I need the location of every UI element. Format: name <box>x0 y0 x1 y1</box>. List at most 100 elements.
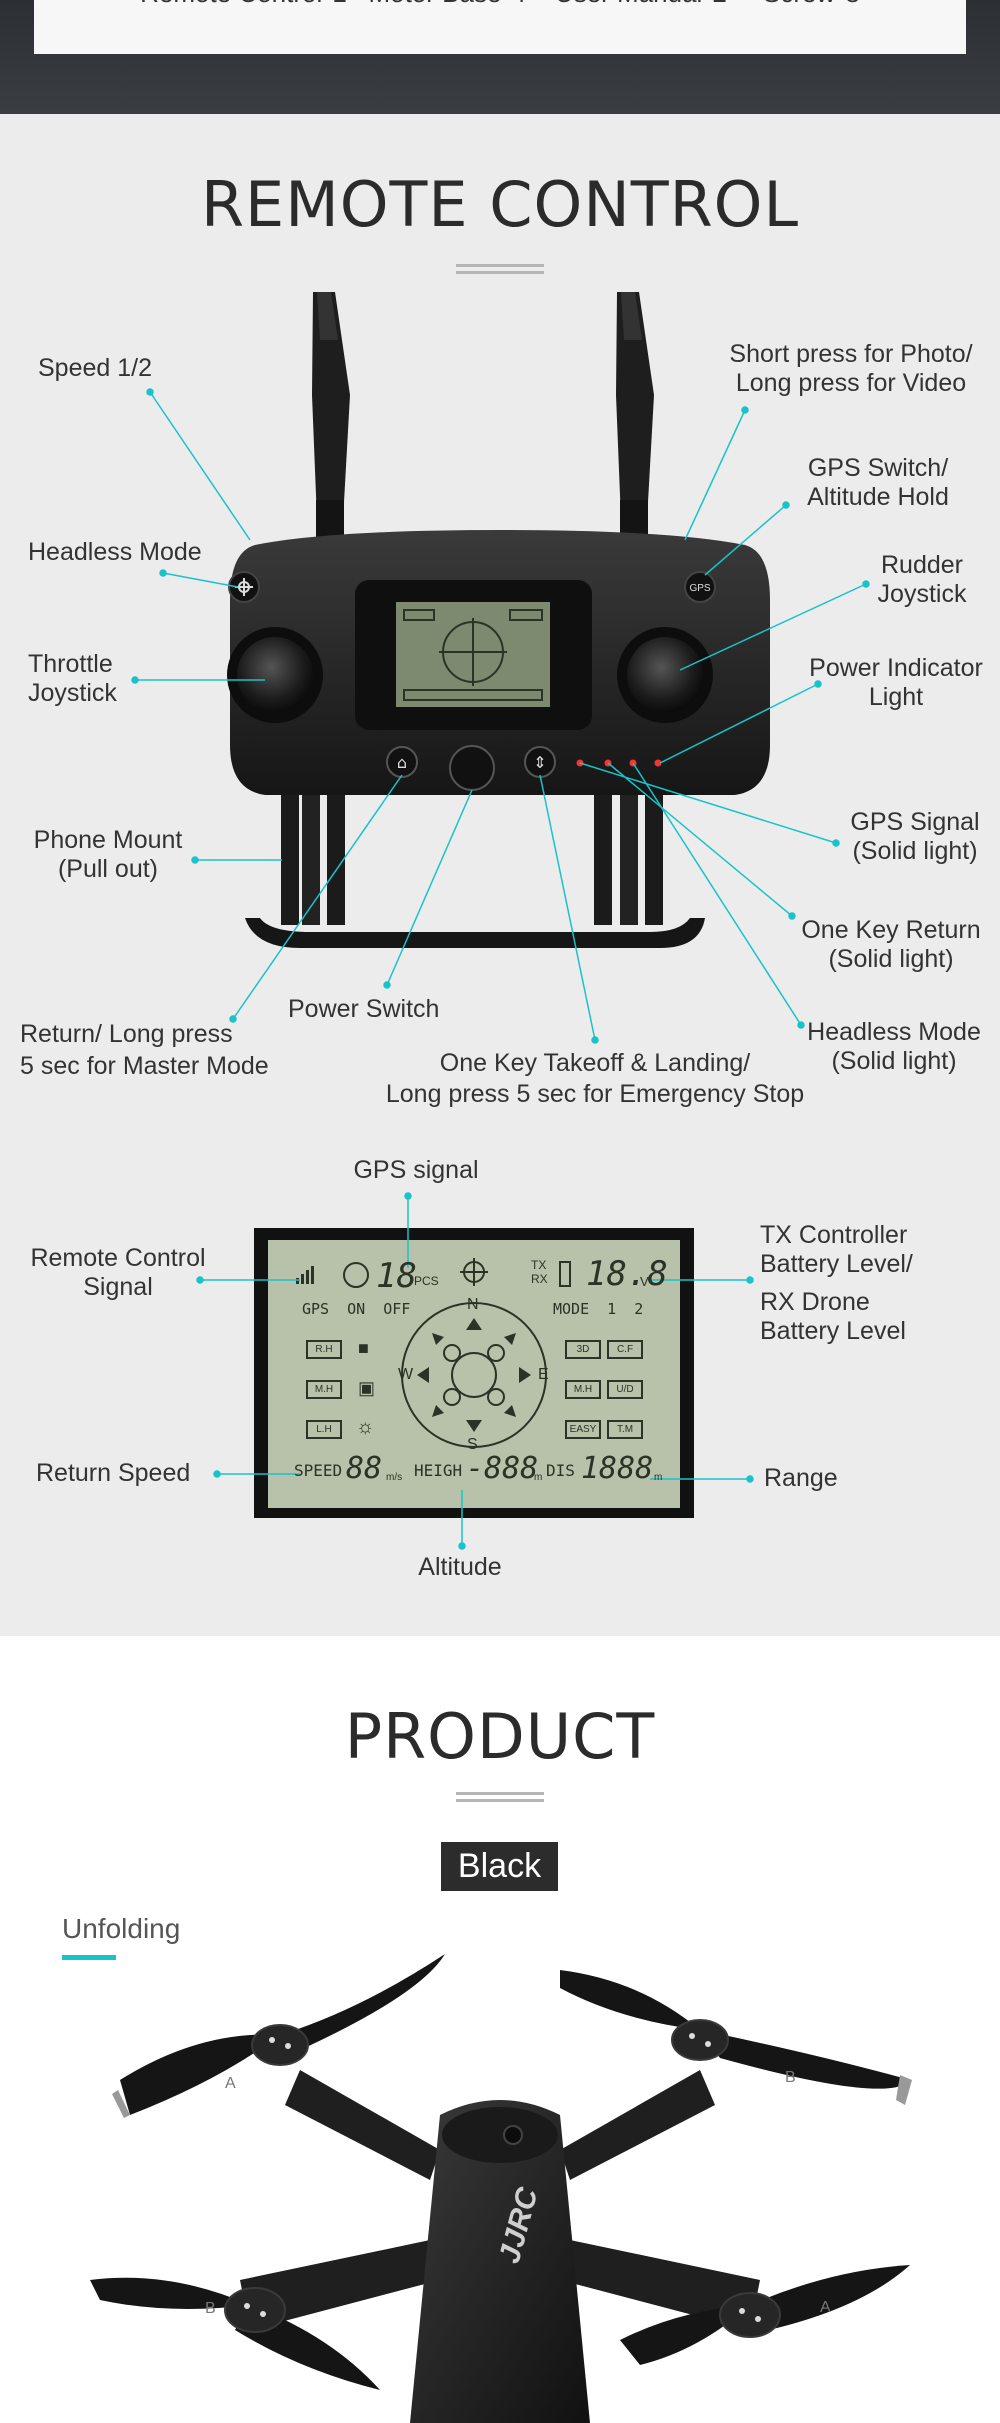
label-throttle-1: Throttle <box>28 650 113 678</box>
lcd-callout-lines <box>196 1192 754 1550</box>
label-headless-mode: Headless Mode <box>28 538 202 566</box>
drone-illustration: JJRC A B B A <box>90 1954 912 2423</box>
title-rule <box>456 1799 544 1802</box>
label-power-indicator-1: Power Indicator <box>809 654 983 682</box>
lcd-speed-value: 88 <box>346 1451 383 1486</box>
lcd-compass-w: W <box>398 1366 414 1383</box>
label-range: Range <box>764 1464 838 1492</box>
lcd-dis-label: DIS <box>546 1461 575 1480</box>
lcd-box-ud: U/D <box>607 1380 643 1399</box>
label-tx-battery-1: TX Controller <box>760 1221 908 1249</box>
label-rudder-1: Rudder <box>881 551 963 579</box>
label-one-key-return-1: One Key Return <box>801 916 981 944</box>
signal-bars-icon <box>296 1266 314 1284</box>
prop-mark: B <box>205 2300 216 2317</box>
return-icon: ⌂ <box>397 753 407 772</box>
lcd-speed-unit: m/s <box>386 1472 403 1483</box>
lcd-gps-count: 18 <box>376 1256 417 1296</box>
label-phone-mount-1: Phone Mount <box>33 826 183 854</box>
battery-icon <box>559 1261 571 1287</box>
label-tx-battery-2: Battery Level/ <box>760 1250 913 1278</box>
unfolding-underline <box>62 1955 116 1960</box>
label-takeoff-1: One Key Takeoff & Landing/ <box>439 1049 751 1077</box>
lcd-box-mh: M.H <box>306 1380 342 1399</box>
label-gps-signal-light-2: (Solid light) <box>852 837 978 865</box>
label-rc-signal-2: Signal <box>83 1273 153 1301</box>
package-contents-box <box>34 0 966 54</box>
label-rx-battery-2: Battery Level <box>760 1317 906 1345</box>
lcd-voltage: 18.8 <box>586 1254 668 1294</box>
label-one-key-return-2: (Solid light) <box>828 945 954 973</box>
lcd-mode: MODE 1 2 <box>553 1300 644 1318</box>
label-rudder-2: Joystick <box>877 580 967 608</box>
lcd-box-cf: C.F <box>607 1340 643 1359</box>
lcd-compass <box>401 1258 547 1448</box>
package-contents-text: Remote Control*1 Motor Base*4 User Manua… <box>34 0 966 9</box>
lcd-dis-unit: m <box>654 1472 663 1483</box>
title-rule <box>456 264 544 267</box>
drone-body <box>410 2100 590 2423</box>
label-throttle-2: Joystick <box>28 679 117 707</box>
lcd-height-label: HEIGH <box>414 1461 463 1480</box>
power-indicator-led <box>654 759 662 767</box>
gps-button-label: GPS <box>689 583 710 594</box>
callout-lines <box>131 388 870 1044</box>
lcd-box-rh: R.H <box>306 1340 342 1359</box>
lcd-voltage-unit: V <box>640 1274 649 1289</box>
label-speed: Speed 1/2 <box>38 354 152 382</box>
lcd-box-mh-right: M.H <box>565 1380 601 1399</box>
label-return-speed: Return Speed <box>36 1459 191 1487</box>
lcd-dis-value: 1888 <box>581 1451 654 1486</box>
light-icon: ☼ <box>356 1416 375 1438</box>
label-power-switch: Power Switch <box>288 995 440 1023</box>
label-gps-signal-light-1: GPS Signal <box>850 808 980 836</box>
camera-icon: ■ <box>358 1338 369 1358</box>
label-photo-video-2: Long press for Video <box>735 369 967 397</box>
lcd-gps-unit: PCS <box>414 1274 439 1288</box>
lcd-height-value: -888 <box>466 1451 539 1486</box>
lcd-box-3d: 3D <box>565 1340 601 1359</box>
lcd-box-easy: EASY <box>565 1420 601 1439</box>
remote-controller-illustration: GPS ⌂ ⇕ <box>131 292 870 1550</box>
label-gps-signal: GPS signal <box>353 1156 479 1184</box>
product-title: PRODUCT <box>344 1700 656 1773</box>
lcd-speed-label: SPEED <box>294 1461 343 1480</box>
label-rc-signal-1: Remote Control <box>30 1244 206 1272</box>
unfolding-label: Unfolding <box>62 1913 181 1944</box>
label-return-master-1: Return/ Long press <box>20 1020 233 1048</box>
right-antenna <box>616 292 654 542</box>
label-power-indicator-2: Light <box>868 683 924 711</box>
lcd-box-lh: L.H <box>306 1420 342 1439</box>
label-rx-battery-1: RX Drone <box>760 1288 870 1316</box>
lcd-height-unit: m <box>534 1472 543 1483</box>
prop-mark: A <box>820 2299 831 2316</box>
label-phone-mount-2: (Pull out) <box>57 855 159 883</box>
label-gps-switch-2: Altitude Hold <box>807 483 949 511</box>
power-switch <box>449 745 495 791</box>
left-antenna <box>312 292 350 542</box>
lcd-box-tm: T.M <box>607 1420 643 1439</box>
label-photo-video-1: Short press for Photo/ <box>729 340 973 368</box>
lcd-compass-n: N <box>467 1296 479 1313</box>
lcd-compass-arrows <box>417 1318 531 1432</box>
remote-control-title: REMOTE CONTROL <box>200 168 800 241</box>
label-return-master-2: 5 sec for Master Mode <box>20 1052 269 1080</box>
propellers <box>90 1954 910 2390</box>
photo-icon: ▣ <box>358 1378 376 1398</box>
lcd-compass-e: E <box>538 1366 549 1383</box>
title-rule <box>456 1792 544 1795</box>
lcd-tx-label: TX <box>531 1258 547 1272</box>
label-takeoff-2: Long press 5 sec for Emergency Stop <box>385 1080 805 1108</box>
label-headless-light-1: Headless Mode <box>807 1018 981 1046</box>
lcd-compass-s: S <box>467 1436 478 1453</box>
lcd-rx-label: RX <box>531 1272 548 1286</box>
label-headless-light-2: (Solid light) <box>831 1047 957 1075</box>
color-option-black[interactable]: Black <box>441 1842 558 1891</box>
prop-mark: B <box>785 2069 796 2086</box>
prop-mark: A <box>225 2075 236 2092</box>
label-gps-switch-1: GPS Switch/ <box>807 454 949 482</box>
label-altitude: Altitude <box>418 1553 502 1581</box>
gps-button <box>684 571 716 603</box>
lcd-gps-on-off: GPS ON OFF <box>302 1300 411 1318</box>
return-button <box>386 746 418 778</box>
